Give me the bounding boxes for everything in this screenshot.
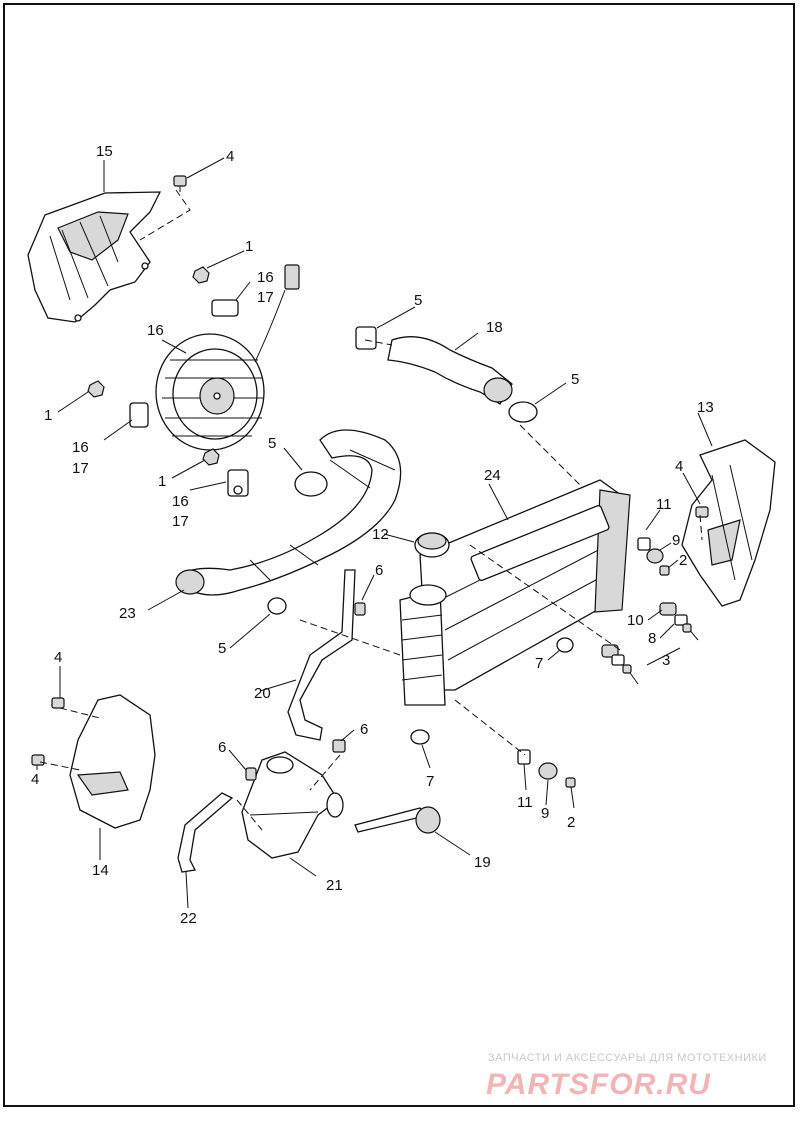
part-19-dipstick — [354, 806, 441, 834]
callout-7-lower: 7 — [426, 773, 434, 790]
callout-2-upper: 2 — [679, 552, 687, 569]
callout-4-lower-bottom: 4 — [31, 771, 39, 788]
part-15-upper-shroud — [27, 191, 162, 323]
part-1-nut-top — [192, 266, 210, 284]
callout-23: 23 — [119, 605, 136, 622]
callout-1-bottom: 1 — [158, 473, 166, 490]
callout-5-upper: 5 — [414, 292, 422, 309]
part-6-clip-lower — [245, 767, 257, 781]
callout-1-left: 1 — [44, 407, 52, 424]
callout-2-lower: 2 — [567, 814, 575, 831]
part-11-bushing-a — [637, 537, 651, 551]
callout-12: 12 — [372, 526, 389, 543]
callout-9-upper: 9 — [672, 532, 680, 549]
part-23-lower-hose — [175, 429, 402, 596]
callout-11-lower: 11 — [517, 794, 533, 811]
watermark-logo: PARTSFOR.RU — [486, 1068, 711, 1101]
callout-1-top: 1 — [245, 238, 253, 255]
part-4-bolt-lower-bottom — [31, 754, 45, 766]
callout-17-left: 17 — [72, 460, 89, 477]
callout-8: 8 — [648, 630, 656, 647]
callout-21: 21 — [326, 877, 343, 894]
callout-22: 22 — [180, 910, 197, 927]
callout-16-left: 16 — [72, 439, 89, 456]
part-18-upper-hose — [355, 326, 538, 423]
watermark-caption: ЗАПЧАСТИ И АКСЕССУАРЫ ДЛЯ МОТОТЕХНИКИ — [488, 1052, 767, 1064]
callout-15: 15 — [96, 143, 113, 160]
callout-10: 10 — [627, 612, 644, 629]
callout-9-lower: 9 — [541, 805, 549, 822]
part-9-washer-a — [646, 548, 664, 564]
part-24-radiator — [399, 479, 631, 706]
part-14-lower-left-shroud — [69, 694, 156, 829]
part-3-screw-a — [682, 623, 699, 641]
part-2-bolt-a — [659, 565, 670, 576]
part-22-tank-hose — [177, 792, 234, 873]
callout-16-top: 16 — [257, 269, 274, 286]
callout-4-right: 4 — [675, 458, 683, 475]
part-10-spring-b — [601, 644, 619, 658]
part-4-bolt-right — [695, 506, 709, 518]
callout-11-upper: 11 — [656, 496, 672, 513]
part-5-clamp-left — [294, 471, 328, 497]
part-13-right-shroud — [681, 439, 776, 607]
callout-4-lower-top: 4 — [54, 649, 62, 666]
part-8-spacer-a — [674, 614, 688, 626]
part-8-spacer-b — [611, 654, 625, 666]
callout-5-lower: 5 — [218, 640, 226, 657]
callout-17-bottom: 17 — [172, 513, 189, 530]
callout-5-right: 5 — [571, 371, 579, 388]
callout-24: 24 — [484, 467, 501, 484]
part-7-grommet-lower — [410, 729, 430, 745]
part-10-spring-a — [659, 602, 677, 616]
callout-20: 20 — [254, 685, 271, 702]
part-21-reservoir-tank — [241, 751, 344, 859]
part-7-grommet-upper — [556, 637, 574, 653]
callout-4-top: 4 — [226, 148, 234, 165]
diagram-frame — [3, 3, 795, 1107]
callout-7-upper: 7 — [535, 655, 543, 672]
part-6-clip-middle — [332, 739, 346, 753]
assembly-lines — [39, 189, 703, 831]
callout-6-upper: 6 — [375, 562, 383, 579]
part-4-bolt-lower-top — [51, 697, 65, 709]
callout-5-left: 5 — [268, 435, 276, 452]
callout-6-middle: 6 — [360, 721, 368, 738]
part-2-bolt-b — [565, 777, 576, 809]
callout-13: 13 — [697, 399, 714, 416]
part-5-clamp-lower — [267, 597, 287, 615]
callout-17-top: 17 — [257, 289, 274, 306]
callout-14: 14 — [92, 862, 109, 879]
part-9-washer-b — [538, 762, 558, 780]
callout-labels: 15 4 1 16 17 16 1 16 17 1 16 17 5 18 5 5… — [31, 143, 714, 927]
part-20-overflow-hose — [287, 569, 356, 741]
callout-16-bottom: 16 — [172, 493, 189, 510]
callout-16-fan: 16 — [147, 322, 164, 339]
part-1-nut-left — [87, 380, 105, 398]
callout-19: 19 — [474, 854, 491, 871]
callout-3: 3 — [662, 652, 670, 669]
part-1-nut-bottom — [202, 448, 220, 466]
part-16-cooling-fan — [129, 264, 300, 497]
part-4-bolt-top — [173, 175, 187, 192]
part-12-radiator-cap — [414, 532, 450, 558]
part-3-screw-b — [622, 664, 639, 685]
part-11-bushing-b — [517, 749, 531, 765]
callout-leaders — [36, 157, 713, 909]
callout-6-lower: 6 — [218, 739, 226, 756]
callout-18: 18 — [486, 319, 503, 336]
part-6-clip-upper — [354, 602, 366, 616]
